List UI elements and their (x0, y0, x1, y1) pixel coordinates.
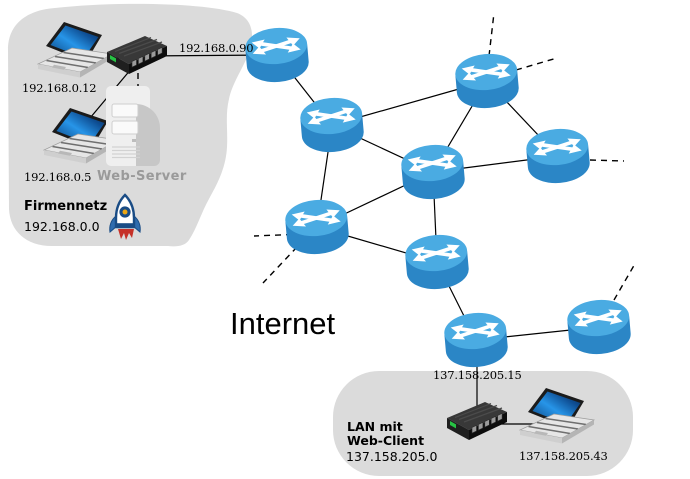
web-server-label: Web-Server (97, 169, 187, 184)
laptop3-ip-label: 137.158.205.43 (519, 449, 608, 463)
r6-stub-downleft (262, 246, 298, 284)
router-icon (453, 51, 521, 111)
r5-stub-right (589, 159, 625, 162)
r6-stub-left (253, 233, 304, 237)
router-icon (283, 197, 351, 257)
client-net-title-line1: LAN mit (347, 419, 403, 434)
lan2-uplink-ip-label: 137.158.205.15 (433, 368, 522, 382)
router-icon (524, 126, 592, 186)
router-icon (565, 297, 633, 357)
r3-stub-up (488, 12, 495, 57)
client-net-title-line2: Web-Client (347, 433, 425, 448)
router-icon (298, 95, 366, 155)
uplink-ip-label: 192.168.0.90 (179, 41, 254, 55)
internet-label: Internet (230, 306, 336, 341)
client-net-subnet: 137.158.205.0 (346, 449, 438, 464)
router-icon (243, 25, 311, 85)
laptop1-ip-label: 192.168.0.12 (22, 81, 97, 95)
r9-stub-upright (613, 261, 637, 301)
company-net-subnet: 192.168.0.0 (24, 219, 100, 234)
laptop2-ip-label: 192.168.0.5 (24, 170, 92, 184)
router-icon (442, 310, 510, 370)
company-net-title: Firmennetz (24, 199, 108, 214)
router-icon (399, 142, 467, 202)
r3-stub-upright (515, 57, 558, 71)
router-icon (403, 232, 471, 292)
